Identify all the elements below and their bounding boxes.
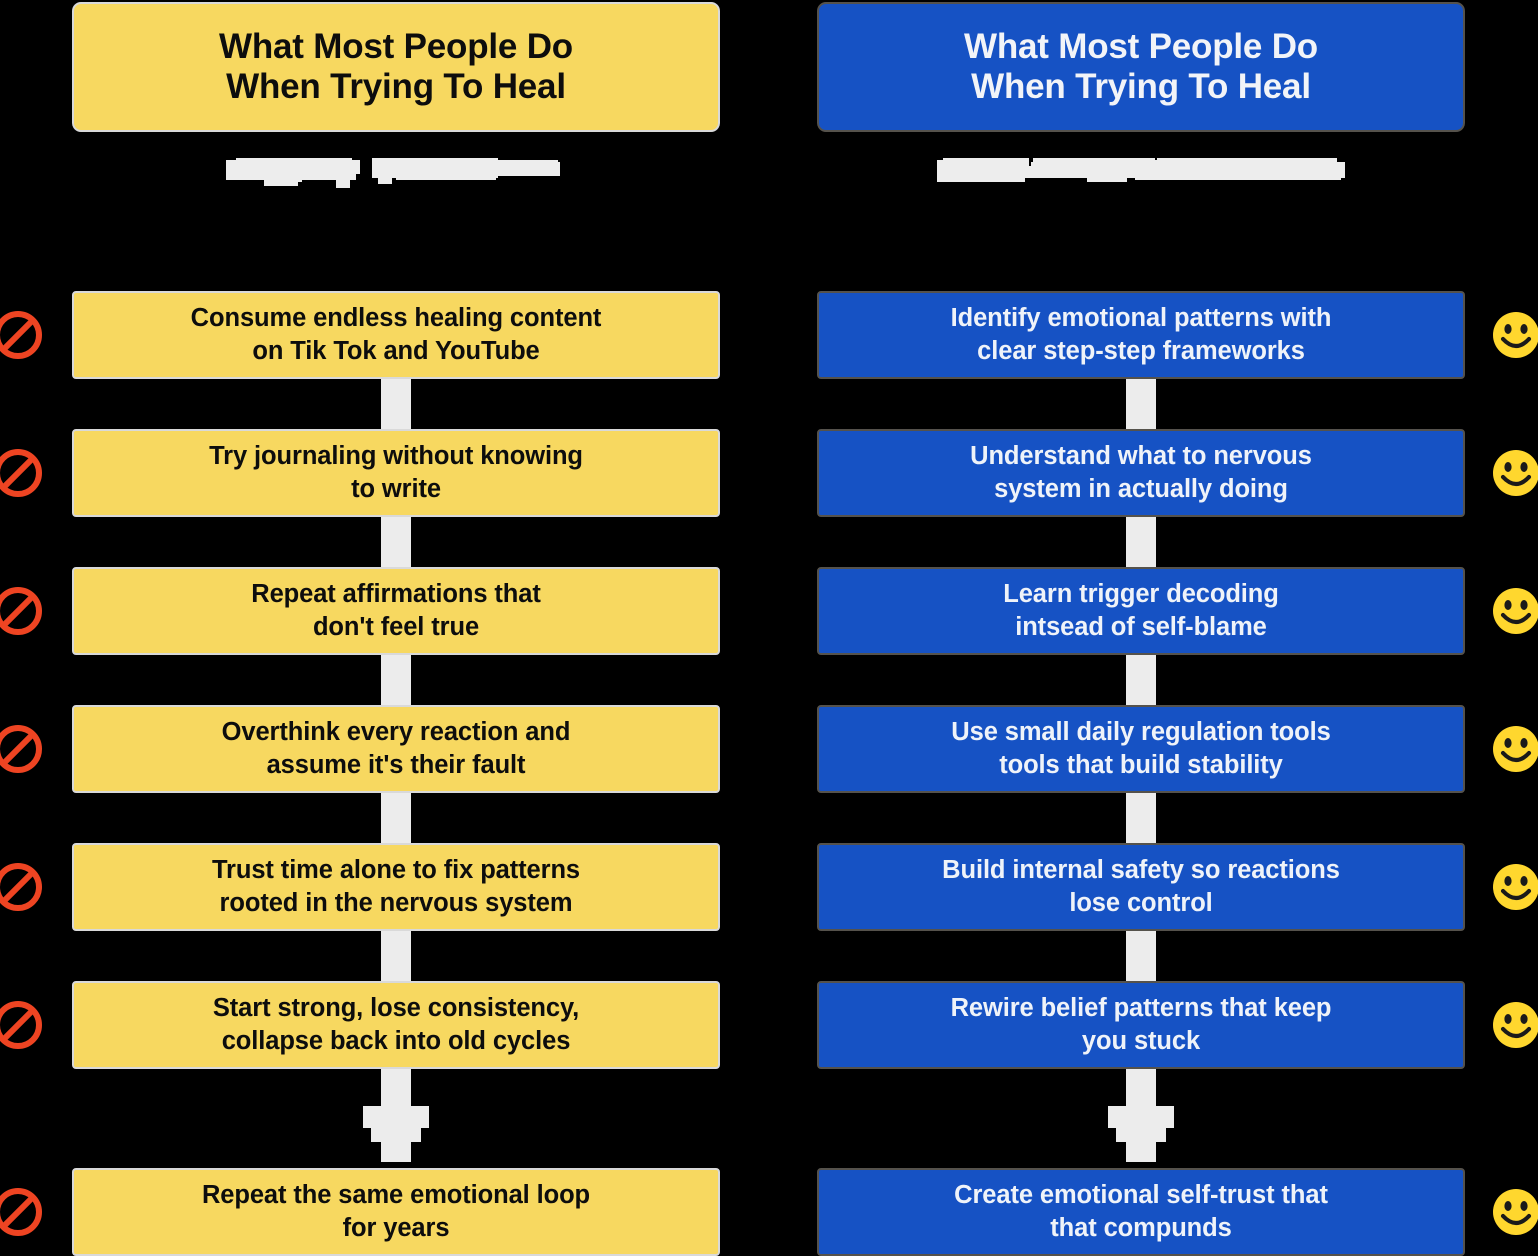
left-step-7-label: Repeat the same emotional loop for years bbox=[201, 1181, 591, 1242]
right-column-header-card: What Most People Do When Trying To Heal bbox=[817, 2, 1465, 132]
left-step-3: Repeat affirmations that don't feel true bbox=[72, 567, 720, 655]
right-connector-5 bbox=[1126, 927, 1156, 985]
right-step-4: Use small daily regulation tools tools t… bbox=[817, 705, 1465, 793]
prohibition-icon bbox=[0, 723, 44, 775]
left-step-1-label: Consume endless healing content on Tik T… bbox=[190, 304, 602, 365]
right-connector-3 bbox=[1126, 651, 1156, 709]
prohibition-icon bbox=[0, 999, 44, 1051]
right-step-1-label: Identify emotional patterns with clear s… bbox=[950, 304, 1332, 365]
right-step-2-label: Understand what to nervous system in act… bbox=[970, 442, 1312, 503]
right-step-1: Identify emotional patterns with clear s… bbox=[817, 291, 1465, 379]
smiley-face-icon bbox=[1490, 723, 1538, 775]
left-column-header-title: What Most People Do When Trying To Heal bbox=[219, 27, 573, 106]
right-connector-2 bbox=[1126, 513, 1156, 571]
right-step-6-label: Rewire belief patterns that keep you stu… bbox=[950, 994, 1332, 1055]
right-step-6: Rewire belief patterns that keep you stu… bbox=[817, 981, 1465, 1069]
left-step-7: Repeat the same emotional loop for years bbox=[72, 1168, 720, 1256]
right-step-4-label: Use small daily regulation tools tools t… bbox=[951, 718, 1331, 779]
right-column-header-title: What Most People Do When Trying To Heal bbox=[964, 27, 1318, 106]
right-step-3-label: Learn trigger decoding intsead of self-b… bbox=[1003, 580, 1279, 641]
left-step-5-label: Trust time alone to fix patterns rooted … bbox=[211, 856, 581, 917]
left-step-4-label: Overthink every reaction and assume it's… bbox=[221, 718, 571, 779]
left-step-1: Consume endless healing content on Tik T… bbox=[72, 291, 720, 379]
left-connector-1 bbox=[381, 375, 411, 433]
right-step-7-label: Create emotional self-trust that that co… bbox=[954, 1181, 1328, 1242]
right-connector-1 bbox=[1126, 375, 1156, 433]
left-flow-arrow-down-icon bbox=[353, 1080, 439, 1162]
left-step-2: Try journaling without knowing to write bbox=[72, 429, 720, 517]
prohibition-icon bbox=[0, 447, 44, 499]
prohibition-icon bbox=[0, 309, 44, 361]
left-connector-4 bbox=[381, 789, 411, 847]
prohibition-icon bbox=[0, 1186, 44, 1238]
left-step-5: Trust time alone to fix patterns rooted … bbox=[72, 843, 720, 931]
smiley-face-icon bbox=[1490, 999, 1538, 1051]
left-column-subtitle-redacted bbox=[226, 152, 568, 188]
right-step-3: Learn trigger decoding intsead of self-b… bbox=[817, 567, 1465, 655]
left-column-header-card: What Most People Do When Trying To Heal bbox=[72, 2, 720, 132]
left-step-2-label: Try journaling without knowing to write bbox=[209, 442, 583, 503]
smiley-face-icon bbox=[1490, 447, 1538, 499]
left-connector-3 bbox=[381, 651, 411, 709]
right-column-subtitle-redacted bbox=[937, 152, 1345, 188]
right-flow-arrow-down-icon bbox=[1098, 1080, 1184, 1162]
prohibition-icon bbox=[0, 861, 44, 913]
right-step-5: Build internal safety so reactions lose … bbox=[817, 843, 1465, 931]
smiley-face-icon bbox=[1490, 861, 1538, 913]
right-step-5-label: Build internal safety so reactions lose … bbox=[942, 856, 1340, 917]
left-connector-2 bbox=[381, 513, 411, 571]
left-step-6-label: Start strong, lose consistency, collapse… bbox=[212, 994, 580, 1055]
right-step-7: Create emotional self-trust that that co… bbox=[817, 1168, 1465, 1256]
right-step-2: Understand what to nervous system in act… bbox=[817, 429, 1465, 517]
smiley-face-icon bbox=[1490, 1186, 1538, 1238]
left-step-6: Start strong, lose consistency, collapse… bbox=[72, 981, 720, 1069]
right-connector-4 bbox=[1126, 789, 1156, 847]
smiley-face-icon bbox=[1490, 585, 1538, 637]
left-connector-5 bbox=[381, 927, 411, 985]
left-step-4: Overthink every reaction and assume it's… bbox=[72, 705, 720, 793]
prohibition-icon bbox=[0, 585, 44, 637]
smiley-face-icon bbox=[1490, 309, 1538, 361]
left-step-3-label: Repeat affirmations that don't feel true bbox=[251, 580, 541, 641]
